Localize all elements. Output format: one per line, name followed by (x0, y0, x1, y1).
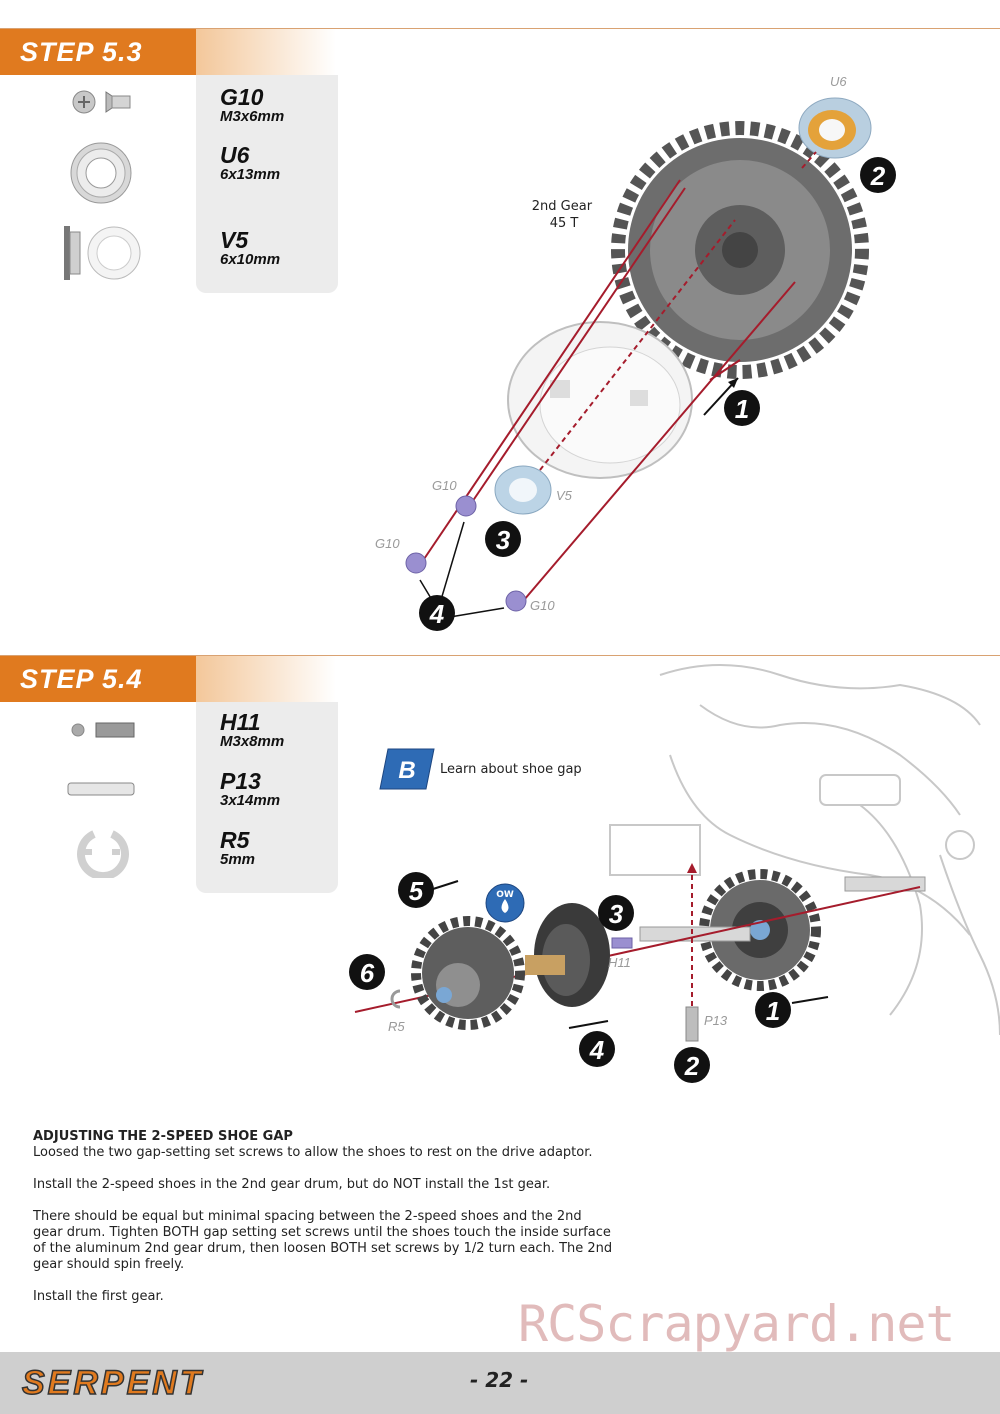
part-u6: U6 6x13mm (220, 143, 280, 183)
part-g10: G10 M3x6mm (220, 85, 284, 125)
tip-text: Learn about shoe gap (440, 762, 582, 777)
pin-icon (67, 782, 135, 796)
page-footer: SERPENT - 22 - (0, 1352, 1000, 1414)
part-p13: P13 3x14mm (220, 769, 280, 809)
part-code: U6 (220, 142, 250, 168)
part-code: V5 (220, 227, 249, 253)
instruction-paragraph: Install the 2-speed shoes in the 2nd gea… (33, 1177, 551, 1192)
ball-bearing-icon (70, 142, 132, 204)
chassis-outline-icon (609, 664, 1000, 1036)
g10-screws (405, 495, 527, 612)
callout-g10: G10 (530, 598, 555, 613)
step-5-4-title: STEP 5.4 (0, 656, 196, 702)
u6-bearing-icon (798, 97, 872, 159)
callout-h11: H11 (608, 955, 631, 970)
oil-badge-label: OW (496, 890, 514, 900)
gear-label-line: 2nd Gear (532, 199, 593, 214)
tip-badge-icon: B (379, 748, 435, 790)
clutch-drum-icon (525, 903, 610, 1007)
r5-clip-icon (390, 989, 401, 1009)
tip-badge-letter: B (398, 757, 415, 784)
section-divider (0, 28, 1000, 29)
step-marker-4: 4 (589, 1035, 605, 1065)
gear-drum-icon (507, 321, 693, 479)
step-marker-1: 1 (735, 394, 749, 424)
brand-logo: SERPENT (21, 1363, 204, 1403)
instruction-paragraph: Install the first gear. (33, 1289, 164, 1304)
arrow-head-icon (687, 863, 697, 873)
part-size: 5mm (220, 851, 256, 868)
gear-label: 2nd Gear 45 T (532, 199, 596, 231)
oil-badge-icon (485, 883, 525, 923)
step-marker-1: 1 (766, 996, 780, 1026)
shaft-icon (844, 876, 926, 892)
step-marker-2: 2 (684, 1051, 700, 1081)
p13-pin-icon (685, 1006, 699, 1042)
callout-p13: P13 (704, 1013, 728, 1028)
step-markers: 2 1 3 4 (419, 157, 896, 631)
step-markers: 1 2 3 4 5 6 (349, 872, 791, 1083)
callout-v5: V5 (556, 488, 573, 503)
callout-r5: R5 (388, 1019, 405, 1034)
part-code: G10 (220, 84, 264, 110)
step-marker-5: 5 (409, 876, 424, 906)
direction-arrows (432, 880, 829, 1029)
instruction-paragraph: There should be equal but minimal spacin… (33, 1209, 613, 1272)
h11-screw-icon (611, 937, 633, 949)
part-code: P13 (220, 768, 261, 794)
part-code: R5 (220, 827, 250, 853)
part-code: H11 (220, 709, 261, 735)
part-size: 3x14mm (220, 792, 281, 809)
watermark: RCScrapyard.net (518, 1295, 956, 1353)
part-r5: R5 5mm (220, 828, 255, 868)
step-5-3-diagram: U6 V5 G10 G10 G10 2nd Gear 45 T 2 1 (375, 74, 896, 631)
v5-bushing-icon (494, 465, 552, 515)
part-h11: H11 M3x8mm (220, 710, 284, 750)
section-divider (0, 655, 1000, 656)
instruction-heading: ADJUSTING THE 2-SPEED SHOE GAP (33, 1129, 293, 1144)
part-size: M3x8mm (220, 733, 285, 750)
step-title-fade (196, 656, 336, 702)
arrow-head-icon (728, 378, 738, 388)
callout-u6: U6 (830, 74, 847, 89)
part-size: M3x6mm (220, 108, 285, 125)
installed-gear-icon (699, 869, 821, 991)
parts-list-5-4: H11 M3x8mm P13 3x14mm R5 5mm (196, 702, 338, 893)
flanged-bushing-icon (64, 226, 141, 280)
callout-g10: G10 (375, 536, 400, 551)
set-screw-icon (71, 722, 135, 738)
gear-label-line: 45 T (550, 216, 579, 231)
instruction-paragraph: Loosed the two gap-setting set screws to… (33, 1145, 593, 1160)
step-marker-2: 2 (870, 161, 886, 191)
part-v5: V5 6x10mm (220, 228, 280, 268)
part-size: 6x13mm (220, 166, 281, 183)
step-marker-3: 3 (609, 899, 624, 929)
part-size: 6x10mm (220, 251, 281, 268)
step-title-fade (196, 29, 336, 75)
step-marker-3: 3 (496, 525, 511, 555)
step-marker-4: 4 (429, 599, 445, 629)
parts-list-5-3: G10 M3x6mm U6 6x13mm V5 6x10mm (196, 75, 338, 293)
e-clip-icon (77, 830, 129, 878)
countersunk-screw-icon (72, 90, 131, 114)
instruction-text: ADJUSTING THE 2-SPEED SHOE GAP Loosed th… (33, 1129, 613, 1321)
step-marker-6: 6 (360, 958, 375, 988)
second-gear-icon (611, 121, 869, 379)
step-5-4-diagram: H11 P13 R5 OW 1 2 3 4 5 6 (349, 664, 1000, 1083)
callout-g10: G10 (432, 478, 457, 493)
step-5-3-title: STEP 5.3 (0, 29, 196, 75)
page-number: - 22 - (470, 1368, 529, 1392)
loose-gear-icon (411, 916, 525, 1030)
